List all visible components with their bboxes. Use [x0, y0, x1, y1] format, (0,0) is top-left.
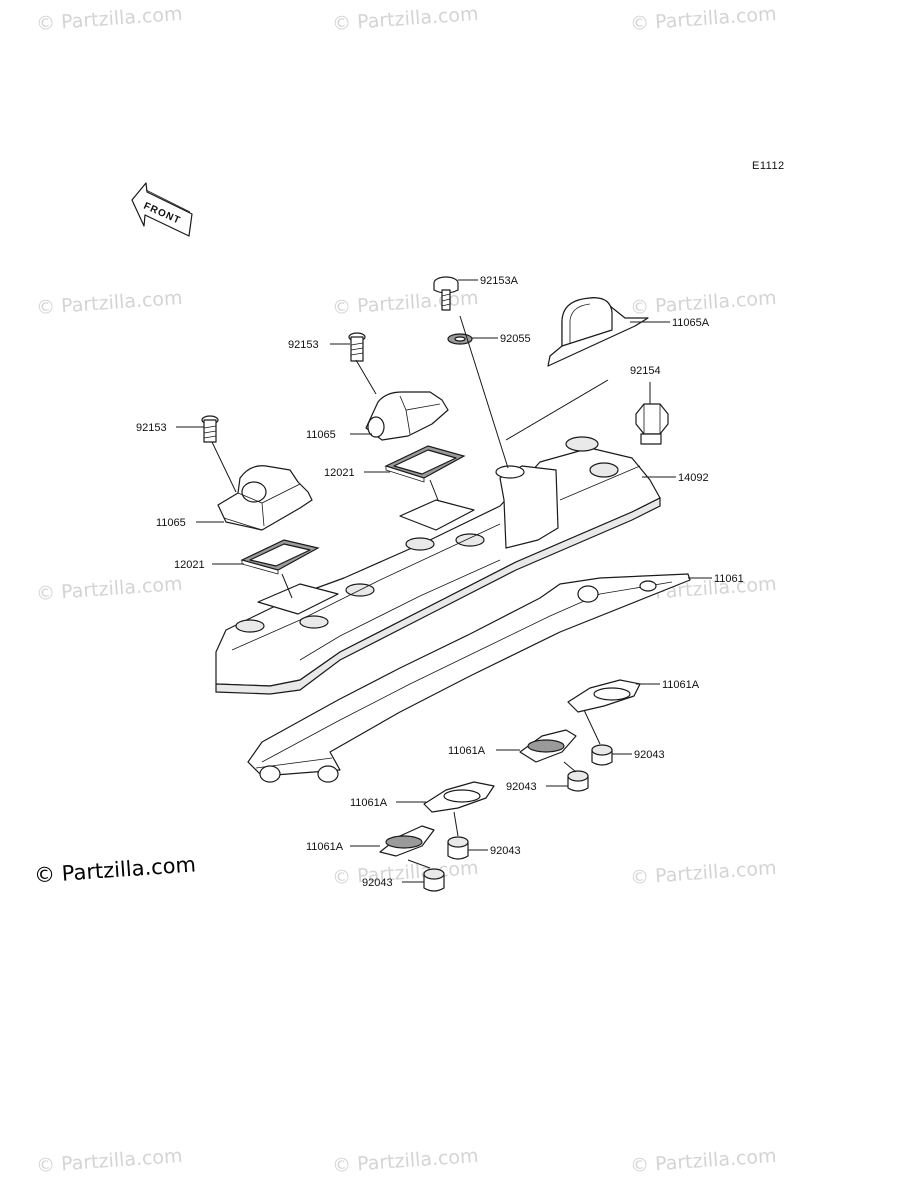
- sleeve-92043-3-part: [447, 836, 469, 860]
- diagram-code: E1112: [752, 160, 785, 172]
- gasket-11061-part: [247, 573, 691, 783]
- callout-92153-left: 92153: [136, 422, 167, 434]
- bolt-92153-left-part: [201, 415, 219, 443]
- callout-92055: 92055: [500, 333, 531, 345]
- plug-92154-part: [635, 403, 669, 445]
- callout-11065-top: 11065: [306, 429, 336, 441]
- callout-11065-left: 11065: [156, 517, 186, 529]
- callout-14092: 14092: [678, 472, 709, 484]
- gasket-12021-left-part: [240, 539, 320, 575]
- sleeve-92043-4-part: [423, 868, 445, 892]
- cap-11065A-part: [547, 297, 649, 367]
- callout-92043-4: 92043: [362, 877, 393, 889]
- bolt-92153-top-part: [348, 332, 366, 362]
- callout-92153-top: 92153: [288, 339, 319, 351]
- callout-92153A: 92153A: [480, 275, 519, 287]
- bolt-92153A-part: [433, 276, 459, 311]
- sleeve-92043-2-part: [567, 770, 589, 792]
- callout-12021-left: 12021: [174, 559, 205, 571]
- head-cover-14092-part: [215, 436, 661, 695]
- callout-92154: 92154: [630, 365, 661, 377]
- callout-11061A-1: 11061A: [662, 679, 700, 691]
- plug-gasket-11061A-3-part: [423, 781, 495, 813]
- callout-11061A-2: 11061A: [448, 745, 486, 757]
- plug-gasket-11061A-2-part: [519, 729, 577, 763]
- gasket-12021-top-part: [384, 445, 466, 483]
- callout-11061A-3: 11061A: [350, 797, 388, 809]
- callout-12021-top: 12021: [324, 467, 355, 479]
- sleeve-92043-1-part: [591, 744, 613, 766]
- leader-lines: [176, 279, 712, 883]
- callout-92043-2: 92043: [506, 781, 537, 793]
- callout-92043-1: 92043: [634, 749, 665, 761]
- plug-gasket-11061A-4-part: [379, 825, 435, 857]
- plug-gasket-11061A-1-part: [567, 679, 641, 713]
- cover-cap-11065-left-part: [217, 465, 313, 531]
- callout-11065A: 11065A: [672, 317, 710, 329]
- cover-cap-11065-top-part: [365, 391, 449, 441]
- callout-11061: 11061: [714, 573, 744, 585]
- callout-92043-3: 92043: [490, 845, 521, 857]
- front-arrow-icon: FRONT: [131, 182, 193, 237]
- callout-11061A-4: 11061A: [306, 841, 344, 853]
